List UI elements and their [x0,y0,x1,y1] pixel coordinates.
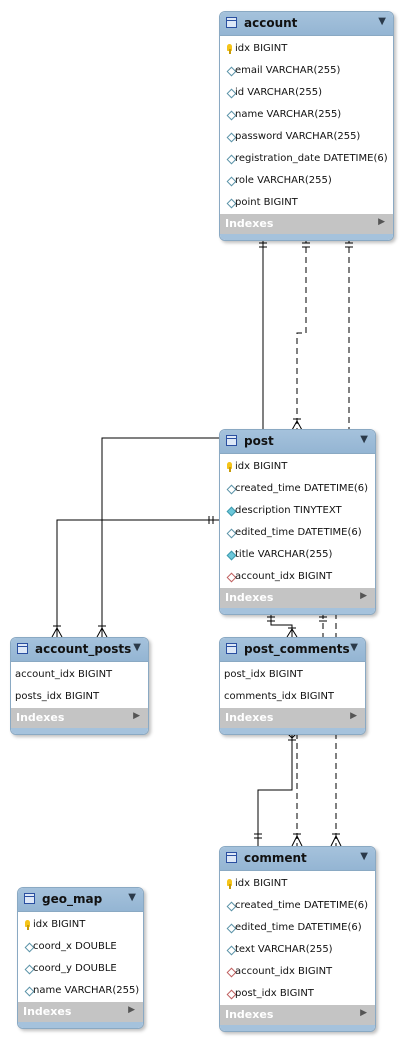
table-comment[interactable]: comment ▼ idx BIGINT created_time DATETI… [219,846,376,1032]
column-row[interactable]: posts_idx BIGINT [15,691,100,702]
column-row[interactable]: description TINYTEXT [235,505,342,516]
table-header[interactable]: account ▼ [220,12,393,36]
table-header[interactable]: comment ▼ [220,847,375,871]
table-geo-map[interactable]: geo_map ▼ idx BIGINT coord_x DOUBLE coor… [17,887,144,1029]
expand-arrow-icon[interactable]: ▶ [133,711,140,721]
table-name: post_comments [244,642,350,656]
table-header[interactable]: post_comments ▼ [220,638,365,662]
collapse-arrow-icon[interactable]: ▼ [133,642,141,653]
indexes-section[interactable]: Indexes ▶ [220,708,365,728]
relationship-post-postcomments [270,613,293,637]
column-row[interactable]: email VARCHAR(255) [235,65,341,76]
table-footer [11,728,148,734]
column-row[interactable]: created_time DATETIME(6) [235,483,369,494]
collapse-arrow-icon[interactable]: ▼ [378,16,386,27]
column-row[interactable]: account_idx BIGINT [235,966,333,977]
column-row[interactable]: idx BIGINT [227,878,288,889]
column-row[interactable]: id VARCHAR(255) [235,87,322,98]
table-name: post [244,434,274,448]
relationship-account-post-dashed-1 [296,237,307,430]
collapse-arrow-icon[interactable]: ▼ [360,434,368,445]
expand-arrow-icon[interactable]: ▶ [360,591,367,601]
column-row[interactable]: password VARCHAR(255) [235,131,361,142]
indexes-section[interactable]: Indexes ▶ [18,1002,143,1022]
table-header[interactable]: account_posts ▼ [11,638,148,662]
expand-arrow-icon[interactable]: ▶ [360,1008,367,1018]
column-row[interactable]: created_time DATETIME(6) [235,900,369,911]
table-name: account [244,16,298,30]
table-name: account_posts [35,642,132,656]
column-row[interactable]: idx BIGINT [227,43,288,54]
expand-arrow-icon[interactable]: ▶ [350,711,357,721]
column-row[interactable]: text VARCHAR(255) [235,944,333,955]
column-row[interactable]: idx BIGINT [25,919,86,930]
table-post[interactable]: post ▼ idx BIGINT created_time DATETIME(… [219,429,376,615]
table-icon [226,643,237,654]
indexes-section[interactable]: Indexes ▶ [220,214,393,234]
column-row[interactable]: point BIGINT [235,197,298,208]
column-row[interactable]: edited_time DATETIME(6) [235,922,362,933]
table-icon [17,643,28,654]
indexes-section[interactable]: Indexes ▶ [11,708,148,728]
expand-arrow-icon[interactable]: ▶ [128,1005,135,1015]
collapse-arrow-icon[interactable]: ▼ [360,851,368,862]
relationship-post-accountposts-1 [101,437,220,637]
table-footer [220,608,375,614]
indexes-section[interactable]: Indexes ▶ [220,1005,375,1025]
column-row[interactable]: name VARCHAR(255) [235,109,342,120]
relationship-postcomments-comment [257,733,293,846]
column-row[interactable]: edited_time DATETIME(6) [235,527,362,538]
table-footer [18,1022,143,1028]
column-row[interactable]: comments_idx BIGINT [224,691,335,702]
table-icon [24,893,35,904]
table-icon [226,852,237,863]
column-row[interactable]: coord_x DOUBLE [33,941,117,952]
table-icon [226,435,237,446]
table-name: comment [244,851,307,865]
table-account[interactable]: account ▼ idx BIGINT email VARCHAR(255) … [219,11,394,241]
column-row[interactable]: account_idx BIGINT [15,669,113,680]
column-row[interactable]: post_idx BIGINT [235,988,314,999]
table-account-posts[interactable]: account_posts ▼ account_idx BIGINT posts… [10,637,149,735]
column-row[interactable]: role VARCHAR(255) [235,175,332,186]
table-footer [220,234,393,240]
column-row[interactable]: idx BIGINT [227,461,288,472]
column-row[interactable]: post_idx BIGINT [224,669,303,680]
column-row[interactable]: account_idx BIGINT [235,571,333,582]
column-row[interactable]: registration_date DATETIME(6) [235,153,388,164]
table-header[interactable]: post ▼ [220,430,375,454]
collapse-arrow-icon[interactable]: ▼ [350,642,358,653]
indexes-section[interactable]: Indexes ▶ [220,588,375,608]
table-name: geo_map [42,892,103,906]
column-row[interactable]: coord_y DOUBLE [33,963,117,974]
table-footer [220,1025,375,1031]
table-icon [226,17,237,28]
expand-arrow-icon[interactable]: ▶ [378,217,385,227]
column-row[interactable]: title VARCHAR(255) [235,549,333,560]
column-row[interactable]: name VARCHAR(255) [33,985,140,996]
collapse-arrow-icon[interactable]: ▼ [128,892,136,903]
table-header[interactable]: geo_map ▼ [18,888,143,912]
relationship-post-accountposts-2 [56,519,220,637]
table-post-comments[interactable]: post_comments ▼ post_idx BIGINT comments… [219,637,366,735]
table-footer [220,728,365,734]
